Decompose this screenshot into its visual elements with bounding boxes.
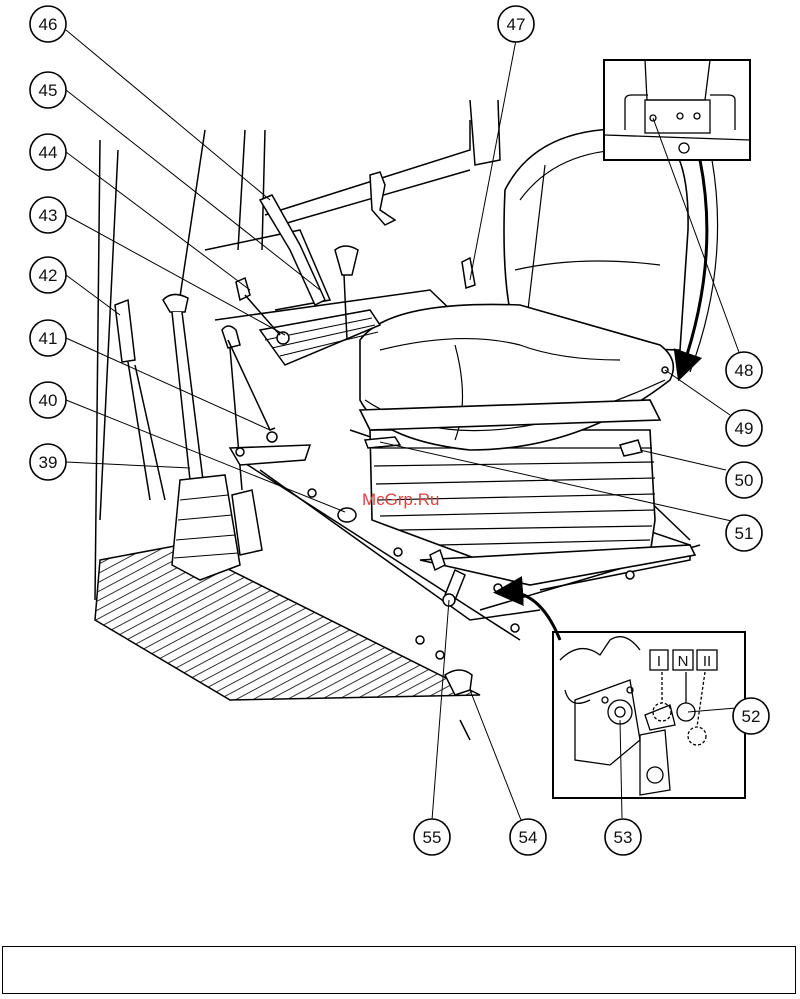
callout-41: 41 (39, 329, 58, 348)
callouts: 39 40 41 42 43 44 45 46 47 48 49 50 51 5… (29, 5, 770, 856)
mode-label-i: I (657, 653, 661, 670)
callout-42: 42 (39, 266, 58, 285)
watermark: McGrp.Ru (362, 490, 439, 509)
caption-box (2, 946, 796, 994)
callout-39: 39 (39, 453, 58, 472)
inset-selector-valve: I N II (552, 631, 746, 799)
callout-48: 48 (735, 361, 754, 380)
mode-label-n: N (678, 653, 689, 670)
callout-49: 49 (735, 419, 754, 438)
mode-label-ii: II (703, 653, 711, 670)
operator-seat (358, 127, 697, 586)
valve-arrow (493, 576, 562, 641)
inset-arrow (673, 159, 709, 382)
callout-43: 43 (39, 206, 58, 225)
callout-54: 54 (519, 828, 538, 847)
callout-52: 52 (742, 707, 761, 726)
floor-mat (94, 544, 481, 701)
callout-51: 51 (735, 524, 754, 543)
callout-40: 40 (39, 391, 58, 410)
callout-44: 44 (39, 143, 58, 162)
callout-46: 46 (39, 15, 58, 34)
inset-seat-bracket (603, 59, 751, 161)
inset-arrow-inner (689, 159, 719, 373)
leader-lines (65, 29, 741, 821)
callout-50: 50 (735, 471, 754, 490)
callout-55: 55 (423, 828, 442, 847)
callout-47: 47 (507, 15, 526, 34)
callout-45: 45 (39, 81, 58, 100)
callout-53: 53 (614, 828, 633, 847)
